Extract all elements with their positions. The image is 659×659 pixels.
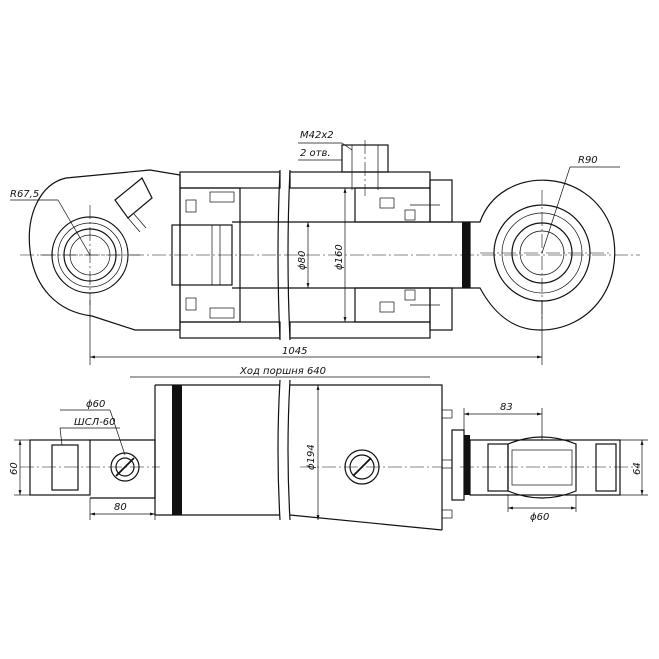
bore-dia-label: ϕ160 — [334, 244, 345, 270]
pin-dia-right-label: ϕ60 — [530, 512, 549, 523]
dim-left-height: 60 — [9, 439, 30, 496]
total-length-label: 1045 — [282, 346, 307, 357]
holes-label: 2 отв. — [300, 148, 331, 159]
body-dia-label: ϕ194 — [306, 444, 317, 470]
top-section-view: 1045 Ход поршня 640 ϕ80 ϕ160 M42x2 2 отв… — [10, 130, 640, 378]
left-eye — [28, 169, 181, 331]
leader-thread: M42x2 2 отв. — [298, 130, 353, 161]
radius-right-label: R90 — [578, 155, 598, 166]
right-rod-end-plan — [460, 436, 640, 499]
dim-body-dia: ϕ194 — [306, 385, 320, 520]
dim-left-pin: ϕ60 ШСЛ-60 — [59, 399, 126, 456]
port-boss — [341, 140, 389, 196]
dim-diameters: ϕ80 ϕ160 — [297, 188, 347, 322]
offset-left-label: 80 — [114, 502, 127, 513]
bearing-left-label: ШСЛ-60 — [74, 417, 116, 428]
height-left-label: 60 — [9, 462, 20, 475]
dim-right-height: 64 — [620, 439, 648, 496]
pin-dia-left-label: ϕ60 — [86, 399, 105, 410]
radius-left-label: R67,5 — [10, 189, 39, 200]
dim-right-width: 83 — [463, 402, 543, 440]
rod-dia-label: ϕ80 — [297, 251, 308, 270]
stroke-label: Ход поршня 640 — [239, 366, 326, 377]
width-right-label: 83 — [500, 402, 513, 413]
bottom-plan-view: ϕ60 ШСЛ-60 60 80 ϕ194 83 — [9, 379, 648, 531]
height-right-label: 64 — [632, 462, 643, 475]
left-clevis-plan — [20, 439, 160, 499]
dim-stroke: Ход поршня 640 — [130, 366, 430, 378]
rod-gland — [354, 179, 453, 331]
thread-label: M42x2 — [300, 130, 334, 141]
dim-total-length: 1045 — [89, 300, 543, 365]
dim-right-pin: ϕ60 — [507, 495, 577, 523]
leader-radius-right: R90 — [541, 155, 620, 254]
leader-radius-left: R67,5 — [10, 189, 91, 256]
dim-left-offset: 80 — [89, 498, 156, 520]
